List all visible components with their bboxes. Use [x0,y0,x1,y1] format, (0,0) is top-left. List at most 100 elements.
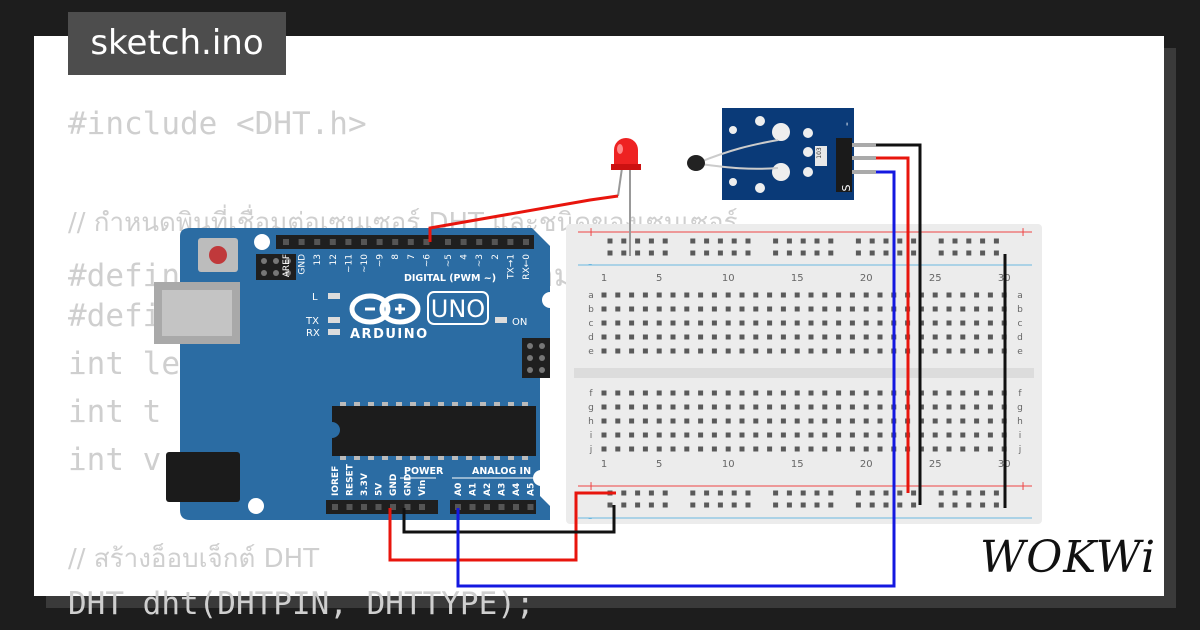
breadboard-hole [711,320,717,326]
analog-pin-label: A4 [512,483,522,496]
row-letter: b [1017,305,1023,315]
breadboard-hole [725,404,731,410]
power-pin-label: 5V [375,483,385,496]
reset-button[interactable] [209,246,227,264]
breadboard-hole [960,306,966,312]
breadboard-hole [808,404,814,410]
breadboard-hole [698,334,704,340]
model-name: UNO [431,295,485,323]
breadboard-hole [877,292,883,298]
rail-hole [717,250,723,256]
breadboard-hole [849,334,855,340]
breadboard-hole [932,390,938,396]
breadboard-hole [932,418,938,424]
breadboard-hole [877,390,883,396]
breadboard-hole [780,390,786,396]
breadboard-hole [753,418,759,424]
breadboard-hole [642,404,648,410]
breadboard-hole [946,432,952,438]
chip-pin [438,402,444,406]
analog-pin-label: A3 [498,483,508,496]
wire-gnd-to-rail[interactable] [402,505,616,534]
rail-hole [773,502,779,508]
analog-pin [527,504,534,510]
breadboard-hole [670,292,676,298]
wire-sensor-vcc[interactable] [876,156,910,493]
breadboard-hole [711,446,717,452]
led-tx [328,317,340,323]
file-tab[interactable]: sketch.ino [68,12,286,75]
red-led[interactable] [611,138,641,256]
icsp-pin [261,270,267,276]
chip-pin [424,402,430,406]
icsp-pin [285,258,291,264]
breadboard-hole [615,348,621,354]
wokwi-logo-text: WOKWi [980,532,1156,583]
code-line-1: #include <DHT.h> [68,106,367,142]
wire-sensor-gnd[interactable] [876,143,922,505]
breadboard-hole [601,334,607,340]
digital-pin [298,239,305,245]
breadboard-hole [946,348,952,354]
rail-hole [635,238,641,244]
breadboard-hole [780,432,786,438]
rail-hole [855,238,861,244]
rail-hole [800,238,806,244]
icsp-pin [527,355,533,361]
digital-pin [361,239,367,245]
power-header [326,500,438,514]
breadboard-hole [960,390,966,396]
breadboard-hole [822,432,828,438]
breadboard-hole [670,320,676,326]
digital-pin [523,239,529,245]
wire-a0-to-sensor[interactable] [456,170,896,588]
breadboard-hole [615,320,621,326]
breadboard-hole [698,348,704,354]
breadboard-hole [725,390,731,396]
digital-pin [445,239,451,245]
breadboard-hole [753,446,759,452]
chip-pin [452,402,458,406]
breadboard-hole [725,334,731,340]
rail-hole [607,250,613,256]
wire-5v-to-rail[interactable] [388,491,616,562]
digital-pin [345,239,352,245]
chip-pins [340,402,528,460]
breadboard[interactable]: 115510101515202025253030aabbccddeeffgghh… [566,224,1042,525]
power-pin [332,504,338,510]
breadboard-hole [767,432,773,438]
breadboard-hole [932,348,938,354]
led-l [328,293,340,299]
rail-hole [869,490,875,496]
sensor-hole-1 [729,126,737,134]
rail-hole [690,250,696,256]
rail-hole [883,238,889,244]
breadboard-hole [656,320,662,326]
led-l-label: L [312,292,318,303]
breadboard-hole [849,446,855,452]
breadboard-hole [877,404,883,410]
column-number: 1 [601,459,607,470]
icsp-pin [261,258,267,264]
rail-hole [621,238,627,244]
code-line-11: DHT dht(DHTPIN, DHTTYPE); [68,586,535,622]
rail-hole [855,502,861,508]
row-letter: e [588,347,594,357]
rail-hole [869,502,875,508]
breadboard-hole [932,334,938,340]
breadboard-hole [601,292,607,298]
breadboard-hole [960,432,966,438]
wire-led-to-pin7[interactable] [428,194,619,242]
rail-hole [745,238,751,244]
breadboard-hole [670,446,676,452]
chip-pin [354,456,360,460]
rail-hole [869,250,875,256]
breadboard-hole [946,320,952,326]
temperature-sensor-module[interactable]: 103 - S [687,108,876,200]
icsp-header-side [522,338,550,378]
breadboard-hole [849,432,855,438]
breadboard-hole [684,320,690,326]
power-pin-label: RESET [346,463,356,496]
icsp-header-top [256,254,296,280]
